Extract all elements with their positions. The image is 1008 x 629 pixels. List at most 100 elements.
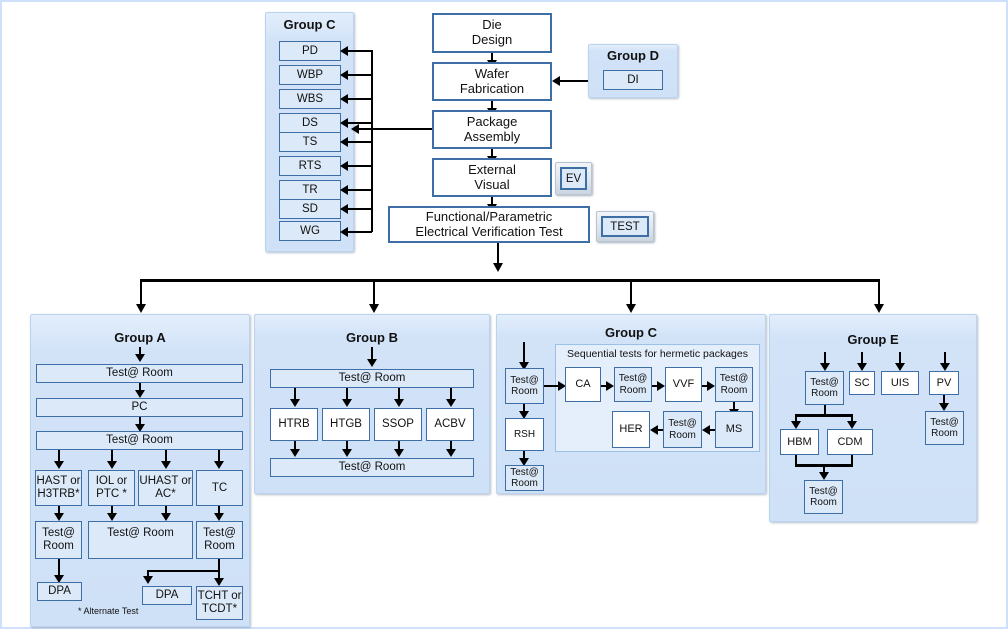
arrow-down-tc-test4 bbox=[214, 513, 224, 521]
groupb-test-ssop[interactable]: SSOP bbox=[374, 408, 422, 441]
groupc-seq-test-3[interactable]: Test@ Room bbox=[663, 411, 702, 448]
group-d-item-di[interactable]: DI bbox=[603, 70, 663, 90]
groupc-her[interactable]: HER bbox=[612, 411, 650, 448]
group-c-item-rts[interactable]: RTS bbox=[279, 156, 341, 176]
line-groupa-to-uhast bbox=[165, 450, 167, 463]
arrow-down-htgb-bottom bbox=[342, 449, 352, 457]
line-hbm-down bbox=[795, 455, 797, 466]
groupa-dpa-mid-label: DPA bbox=[155, 589, 179, 602]
group-c-feed-wbs bbox=[348, 98, 372, 100]
groupa-tcht[interactable]: TCHT or TCDT* bbox=[196, 586, 243, 620]
group-c-feed-tr bbox=[348, 189, 372, 191]
groupa-pc-label: PC bbox=[131, 401, 148, 414]
arrow-down-rsh bbox=[519, 411, 529, 419]
groupe-pv-test-line1: Test@ bbox=[930, 416, 959, 428]
group-d-title: Group D bbox=[607, 48, 659, 63]
line-groupb-to-htrb bbox=[294, 388, 296, 401]
groupa-test-room-2[interactable]: Test@ Room bbox=[36, 431, 243, 450]
groupe-pv[interactable]: PV bbox=[929, 371, 959, 395]
ev-tag-label: EV bbox=[560, 167, 587, 190]
groupc-seqtest1-line1: Test@ bbox=[618, 373, 648, 385]
groupe-uis[interactable]: UIS bbox=[881, 371, 919, 395]
groupc-vvf-label: VVF bbox=[672, 378, 695, 391]
groupa-test-room-1[interactable]: Test@ Room bbox=[36, 364, 243, 383]
arrow-down-hbm bbox=[791, 421, 801, 429]
groupa-tcht-line1: TCHT or bbox=[197, 590, 242, 603]
groupb-test-acbv[interactable]: ACBV bbox=[426, 408, 474, 441]
groupa-stress-hast[interactable]: HAST or H3TRB* bbox=[35, 470, 82, 506]
line-split-to-dpa-mid bbox=[147, 570, 149, 580]
groupb-test-room-bottom[interactable]: Test@ Room bbox=[270, 458, 474, 477]
groupe-sc-label: SC bbox=[854, 376, 870, 389]
groupc-seq-test-1[interactable]: Test@ Room bbox=[614, 367, 652, 402]
line-groupa-title-to-test1 bbox=[139, 347, 141, 356]
tag-test[interactable]: TEST bbox=[596, 211, 654, 242]
groupc-ms[interactable]: MS bbox=[715, 411, 753, 448]
groupa-stress-tc[interactable]: TC bbox=[196, 470, 243, 506]
groupc-seq-test-2[interactable]: Test@ Room bbox=[715, 367, 753, 402]
arrow-down-groupa-test1 bbox=[135, 354, 145, 362]
groupa-stress-iol[interactable]: IOL or PTC * bbox=[88, 470, 135, 506]
groupe-cdm-label: CDM bbox=[837, 435, 863, 448]
die-design-line2: Design bbox=[471, 32, 513, 47]
box-external-visual[interactable]: External Visual bbox=[432, 158, 552, 197]
line-groupb-to-ssop bbox=[398, 388, 400, 401]
groupa-pc[interactable]: PC bbox=[36, 398, 243, 417]
line-groupb-title-to-test bbox=[371, 347, 373, 361]
group-e-title: Group E bbox=[847, 332, 899, 347]
external-visual-line1: External bbox=[468, 161, 516, 177]
group-c-item-wbs[interactable]: WBS bbox=[279, 89, 341, 109]
groupc-vvf[interactable]: VVF bbox=[665, 367, 702, 402]
group-c-subpanel-title: Sequential tests for hermetic packages bbox=[567, 348, 748, 360]
group-c-item-tr[interactable]: TR bbox=[279, 180, 341, 200]
box-functional-electrical-test[interactable]: Functional/Parametric Electrical Verific… bbox=[388, 206, 590, 243]
line-test3-to-dpa-left bbox=[58, 559, 60, 577]
groupc-rsh[interactable]: RSH bbox=[505, 418, 544, 451]
groupe-pv-test-line2: Room bbox=[931, 428, 958, 439]
groupc-test-room-1[interactable]: Test@ Room bbox=[505, 368, 544, 404]
groupa-dpa-mid[interactable]: DPA bbox=[142, 586, 192, 605]
group-c-item-ts[interactable]: TS bbox=[279, 132, 341, 152]
arrow-left-wbs bbox=[340, 94, 348, 104]
groupa-test-room-4[interactable]: Test@ Room bbox=[196, 521, 243, 559]
groupe-esd-test-room[interactable]: Test@ Room bbox=[804, 480, 843, 514]
groupb-test-htgb[interactable]: HTGB bbox=[322, 408, 370, 441]
group-c-item-label: WBS bbox=[296, 92, 324, 105]
groupa-test-room-3[interactable]: Test@ Room bbox=[35, 521, 82, 559]
groupe-hbm-label: HBM bbox=[787, 435, 812, 448]
groupc-testlast-line2: Room bbox=[511, 478, 538, 489]
group-c-item-wg[interactable]: WG bbox=[279, 221, 341, 241]
groupb-test-room-top[interactable]: Test@ Room bbox=[270, 369, 474, 388]
group-c-item-pd[interactable]: PD bbox=[279, 41, 341, 61]
line-pv-to-test bbox=[943, 395, 945, 405]
box-wafer-fabrication[interactable]: Wafer Fabrication bbox=[432, 62, 552, 101]
functional-line2: Electrical Verification Test bbox=[415, 223, 563, 239]
groupa-stress-uhast[interactable]: UHAST or AC* bbox=[138, 470, 193, 506]
group-c-item-ds[interactable]: DS bbox=[279, 113, 341, 133]
group-c-feed-rts bbox=[348, 165, 372, 167]
groupe-test-room-top[interactable]: Test@ Room bbox=[805, 371, 844, 405]
tag-ev[interactable]: EV bbox=[555, 162, 592, 195]
groupc-test-room-last[interactable]: Test@ Room bbox=[505, 465, 544, 491]
groupa-uhast-line2: AC* bbox=[155, 488, 176, 500]
box-package-assembly[interactable]: Package Assembly bbox=[432, 110, 552, 149]
groupc-ca[interactable]: CA bbox=[565, 367, 601, 402]
groupe-pv-test-room[interactable]: Test@ Room bbox=[925, 411, 964, 445]
line-groupa-to-iol bbox=[111, 450, 113, 463]
groupb-test-htrb[interactable]: HTRB bbox=[270, 408, 318, 441]
box-die-design[interactable]: Die Design bbox=[432, 13, 552, 53]
groupa-test-room-wide[interactable]: Test@ Room bbox=[88, 521, 193, 559]
groupa-dpa-left[interactable]: DPA bbox=[37, 582, 82, 601]
groupc-testlast-line1: Test@ bbox=[510, 466, 539, 478]
groupe-cdm[interactable]: CDM bbox=[827, 429, 873, 455]
group-c-item-wbp[interactable]: WBP bbox=[279, 65, 341, 85]
arrow-left-ts bbox=[340, 137, 348, 147]
groupe-sc[interactable]: SC bbox=[849, 371, 875, 395]
groupc-seqtest3-line2: Room bbox=[669, 429, 696, 441]
groupe-hbm[interactable]: HBM bbox=[780, 429, 819, 455]
arrow-down-dpa-mid bbox=[143, 576, 153, 584]
group-c-feed-wg bbox=[348, 231, 372, 233]
group-c-feed-ds bbox=[348, 122, 372, 124]
groupa-test-wide-label: Test@ Room bbox=[107, 527, 174, 539]
group-c-item-sd[interactable]: SD bbox=[279, 199, 341, 219]
